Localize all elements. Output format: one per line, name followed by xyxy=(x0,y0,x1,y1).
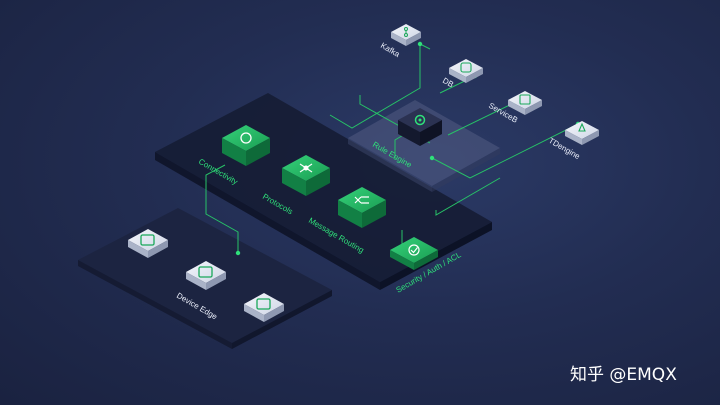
db-label: DB xyxy=(441,76,455,89)
message-routing-block xyxy=(338,187,386,228)
security-block xyxy=(390,237,438,270)
kafka-dot xyxy=(417,41,423,47)
db-box xyxy=(449,59,483,83)
rule-engine-to-kafka-line xyxy=(329,44,421,129)
kafka-label: Kafka xyxy=(379,41,402,59)
gear-icon xyxy=(414,114,426,126)
service-icon xyxy=(519,94,531,105)
servicesb-box xyxy=(508,91,542,115)
shield-check-icon xyxy=(408,244,420,256)
device-chip-icon xyxy=(140,234,155,246)
kafka-box xyxy=(391,24,421,46)
tdengine-connector-line xyxy=(431,123,579,179)
shuffle-icon xyxy=(354,196,369,204)
watermark-text: 知乎 @EMQX xyxy=(570,365,677,385)
protocols-block xyxy=(282,155,330,196)
device-box-3 xyxy=(244,293,284,322)
device-chip-icon xyxy=(256,298,271,310)
gear-center xyxy=(418,118,422,122)
tdengine-box xyxy=(565,121,599,145)
rule-engine-block xyxy=(398,108,442,146)
device-box-1 xyxy=(128,229,168,258)
connectivity-block xyxy=(222,125,270,166)
tdengine-icon xyxy=(578,122,586,132)
network-hub-icon xyxy=(299,163,313,173)
device-box-2 xyxy=(186,261,226,290)
edge-dot xyxy=(235,250,241,256)
check-mark xyxy=(410,247,418,254)
kafka-icon xyxy=(404,27,408,37)
bus-connector-line xyxy=(435,177,501,216)
device-chip-icon xyxy=(198,266,213,278)
database-icon xyxy=(460,62,472,73)
cycle-arrows-icon xyxy=(240,132,252,144)
edge-to-connectivity-line xyxy=(205,164,239,253)
bus-dot xyxy=(429,155,435,161)
